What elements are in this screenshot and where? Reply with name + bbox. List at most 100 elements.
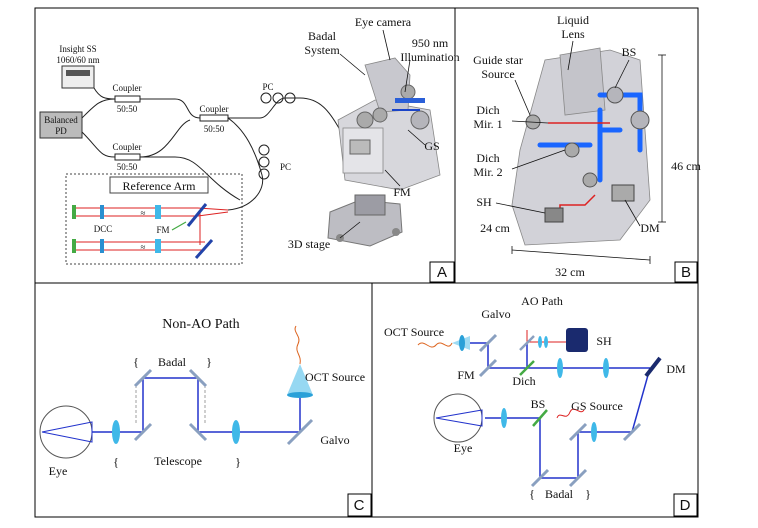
guide-label-1: Guide star <box>473 53 523 67</box>
d-lens-sh <box>538 336 542 348</box>
d-oct-fiber <box>417 342 453 348</box>
c-badal-bracket-right: } <box>206 355 212 369</box>
c-eye-label: Eye <box>49 464 68 478</box>
coupler-bot-label: Coupler <box>113 142 142 152</box>
c-tel-bracket-right: } <box>235 455 241 469</box>
c-tel-bracket-left: { <box>113 455 119 469</box>
coupler-bot <box>114 153 141 161</box>
ref-lens-bot <box>155 239 161 253</box>
c-oct-fiber <box>294 325 301 365</box>
d-dich-mirror <box>519 360 535 376</box>
panel-a: Insight SS 1060/60 nm Balanced PD Couple… <box>39 15 460 283</box>
coupler-top <box>114 95 141 103</box>
c-oct-lens <box>287 392 313 398</box>
b-dich2-optic <box>564 142 580 158</box>
dich2-label-2: Mir. 2 <box>473 165 502 179</box>
d-badal-bracket-left: { <box>529 487 535 501</box>
c-eye <box>39 405 93 459</box>
d-gs-source-label: GS Source <box>571 399 623 413</box>
insight-label-1: Insight SS <box>59 44 96 54</box>
c-telescope-label: Telescope <box>154 454 202 468</box>
illum-label-2: Illumination <box>400 50 459 64</box>
d-dich-label: Dich <box>512 374 535 388</box>
panel-b-letter-box <box>674 261 698 283</box>
panel-a-letter: A <box>437 264 447 281</box>
c-title: Non-AO Path <box>162 317 239 332</box>
dich1-label-1: Dich <box>476 103 499 117</box>
d-galvo-label: Galvo <box>481 307 510 321</box>
dcc-block-bot <box>100 239 104 253</box>
stage-label: 3D stage <box>288 237 330 251</box>
panel-d-letter: D <box>680 497 691 514</box>
ref-break-bot: ≈ <box>141 242 146 252</box>
d-mirrors <box>478 333 642 488</box>
ref-mirror-top <box>72 205 76 219</box>
d-badal-bracket-right: } <box>585 487 591 501</box>
d-lens-1 <box>557 358 563 378</box>
panel-b-leader-lines <box>495 40 641 227</box>
sh-label: SH <box>476 195 492 209</box>
balanced-pd-box <box>39 111 83 139</box>
liquid-label-2: Lens <box>561 27 585 41</box>
d-eye <box>433 393 483 443</box>
c-galvo-label: Galvo <box>320 433 349 447</box>
b-right-optic <box>630 110 650 130</box>
panel-a-leader-lines <box>339 29 426 239</box>
d-lens-eye <box>501 408 507 428</box>
d-dm-label: DM <box>666 362 686 376</box>
dich1-label-2: Mir. 1 <box>473 117 502 131</box>
illum-label-1: 950 nm <box>412 36 449 50</box>
panel-c: Non-AO Path Eye <box>39 317 372 517</box>
panel-b: Liquid Lens BS Guide star Source Dich Mi… <box>473 13 701 283</box>
b-mid-optic <box>582 172 598 188</box>
b-bs-optic <box>606 86 624 104</box>
c-mirrors <box>133 368 314 446</box>
panel-d-border <box>371 282 699 518</box>
apparatus-3d <box>327 57 441 247</box>
reference-arm-label: Reference Arm <box>123 179 197 193</box>
insight-label-2: 1060/60 nm <box>56 55 99 65</box>
fm-ref-arrow <box>171 221 187 231</box>
d-sh-sensor <box>566 328 588 352</box>
d-oct-lens <box>459 335 465 351</box>
guide-label-2: Source <box>481 67 514 81</box>
c-badal-dashed <box>135 385 206 424</box>
bs-label: BS <box>622 45 637 59</box>
pc-bot-label: PC <box>280 162 291 172</box>
eye-camera-label: Eye camera <box>355 15 412 29</box>
width-label: 32 cm <box>555 265 585 279</box>
ratio-mid-label: 50:50 <box>204 124 225 134</box>
dcc-label: DCC <box>94 224 113 234</box>
ref-fold-mirror-bot <box>194 239 214 259</box>
dm-label: DM <box>640 221 660 235</box>
panel-d-letter-box <box>673 493 698 517</box>
d-dm-mirror <box>644 356 662 378</box>
d-lens-3 <box>591 422 597 442</box>
d-lens-2 <box>603 358 609 378</box>
d-bs-mirror <box>532 409 548 427</box>
liquid-label-1: Liquid <box>557 13 589 27</box>
d-dich-upper-mirror <box>519 335 535 351</box>
ratio-top-label: 50:50 <box>117 104 138 114</box>
coupler-mid-label: Coupler <box>200 104 229 114</box>
c-beam-path <box>92 377 301 433</box>
c-oct-label: OCT Source <box>305 370 365 384</box>
coupler-mid <box>199 114 229 122</box>
depth-label: 24 cm <box>480 221 510 235</box>
ref-break-top: ≈ <box>141 208 146 218</box>
d-title: AO Path <box>521 294 563 308</box>
b-top-plate <box>559 47 606 116</box>
panel-a-letter-box <box>429 261 455 283</box>
b-dm-block <box>611 184 635 202</box>
reference-arm-box <box>65 173 243 265</box>
d-beam-path <box>470 342 651 479</box>
dcc-block-top <box>100 205 104 219</box>
d-lens-sh-2 <box>544 336 548 348</box>
balanced-pd-label-1: Balanced <box>44 115 78 125</box>
c-eye-cone <box>41 421 93 443</box>
b-dimension-lines <box>511 54 666 264</box>
d-eye-cone <box>435 409 483 427</box>
height-label: 46 cm <box>671 159 701 173</box>
d-oct-label: OCT Source <box>384 325 444 339</box>
